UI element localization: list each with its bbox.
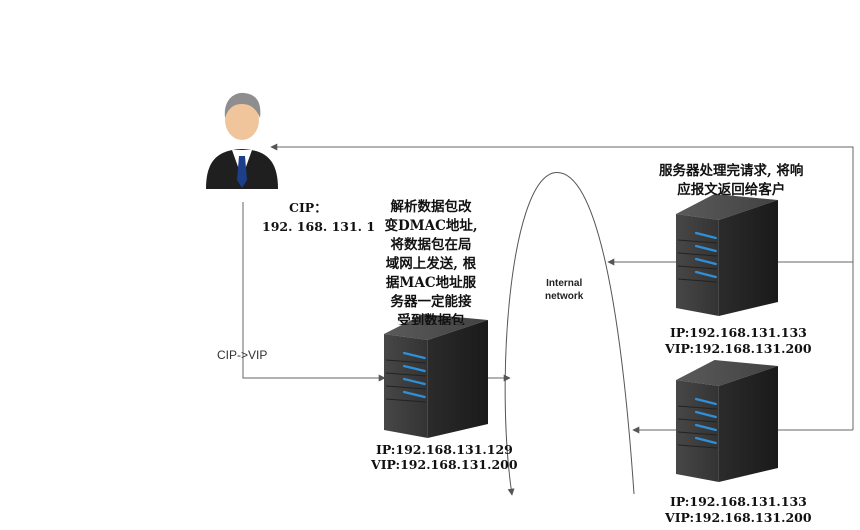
server1-server-icon <box>676 194 778 316</box>
server1-ip-label: IP:192.168.131.133 <box>670 325 807 340</box>
client-to-lb-line <box>242 202 386 382</box>
client-ip-label: CIP： <box>289 200 327 215</box>
response-note: 服务器处理完请求, 将响 应报文返回给客户 <box>659 163 804 198</box>
lb-server-icon <box>384 314 488 438</box>
server2-ip-label: IP:192.168.131.133 <box>670 494 807 509</box>
client-ip-value: 192. 168. 131. 1 <box>262 219 376 234</box>
server2-vip-label: VIP:192.168.131.200 <box>665 510 812 525</box>
lb-ip-label: IP:192.168.131.129 <box>376 442 513 457</box>
response-loop-line <box>270 143 854 430</box>
lb-vip-label: VIP:192.168.131.200 <box>371 457 518 472</box>
internal-network-arc <box>504 172 635 496</box>
internal-network-label: Internal network <box>545 278 584 302</box>
edge-label-cip-vip: CIP->VIP <box>217 348 268 362</box>
servers-group <box>384 194 778 482</box>
server2-server-icon <box>676 360 778 482</box>
server1-vip-label: VIP:192.168.131.200 <box>665 341 812 356</box>
lb-description: 解析数据包改 变DMAC地址, 将数据包在局 域网上发送, 根 据MAC地址服 … <box>384 199 478 325</box>
businessman-icon <box>206 92 278 189</box>
